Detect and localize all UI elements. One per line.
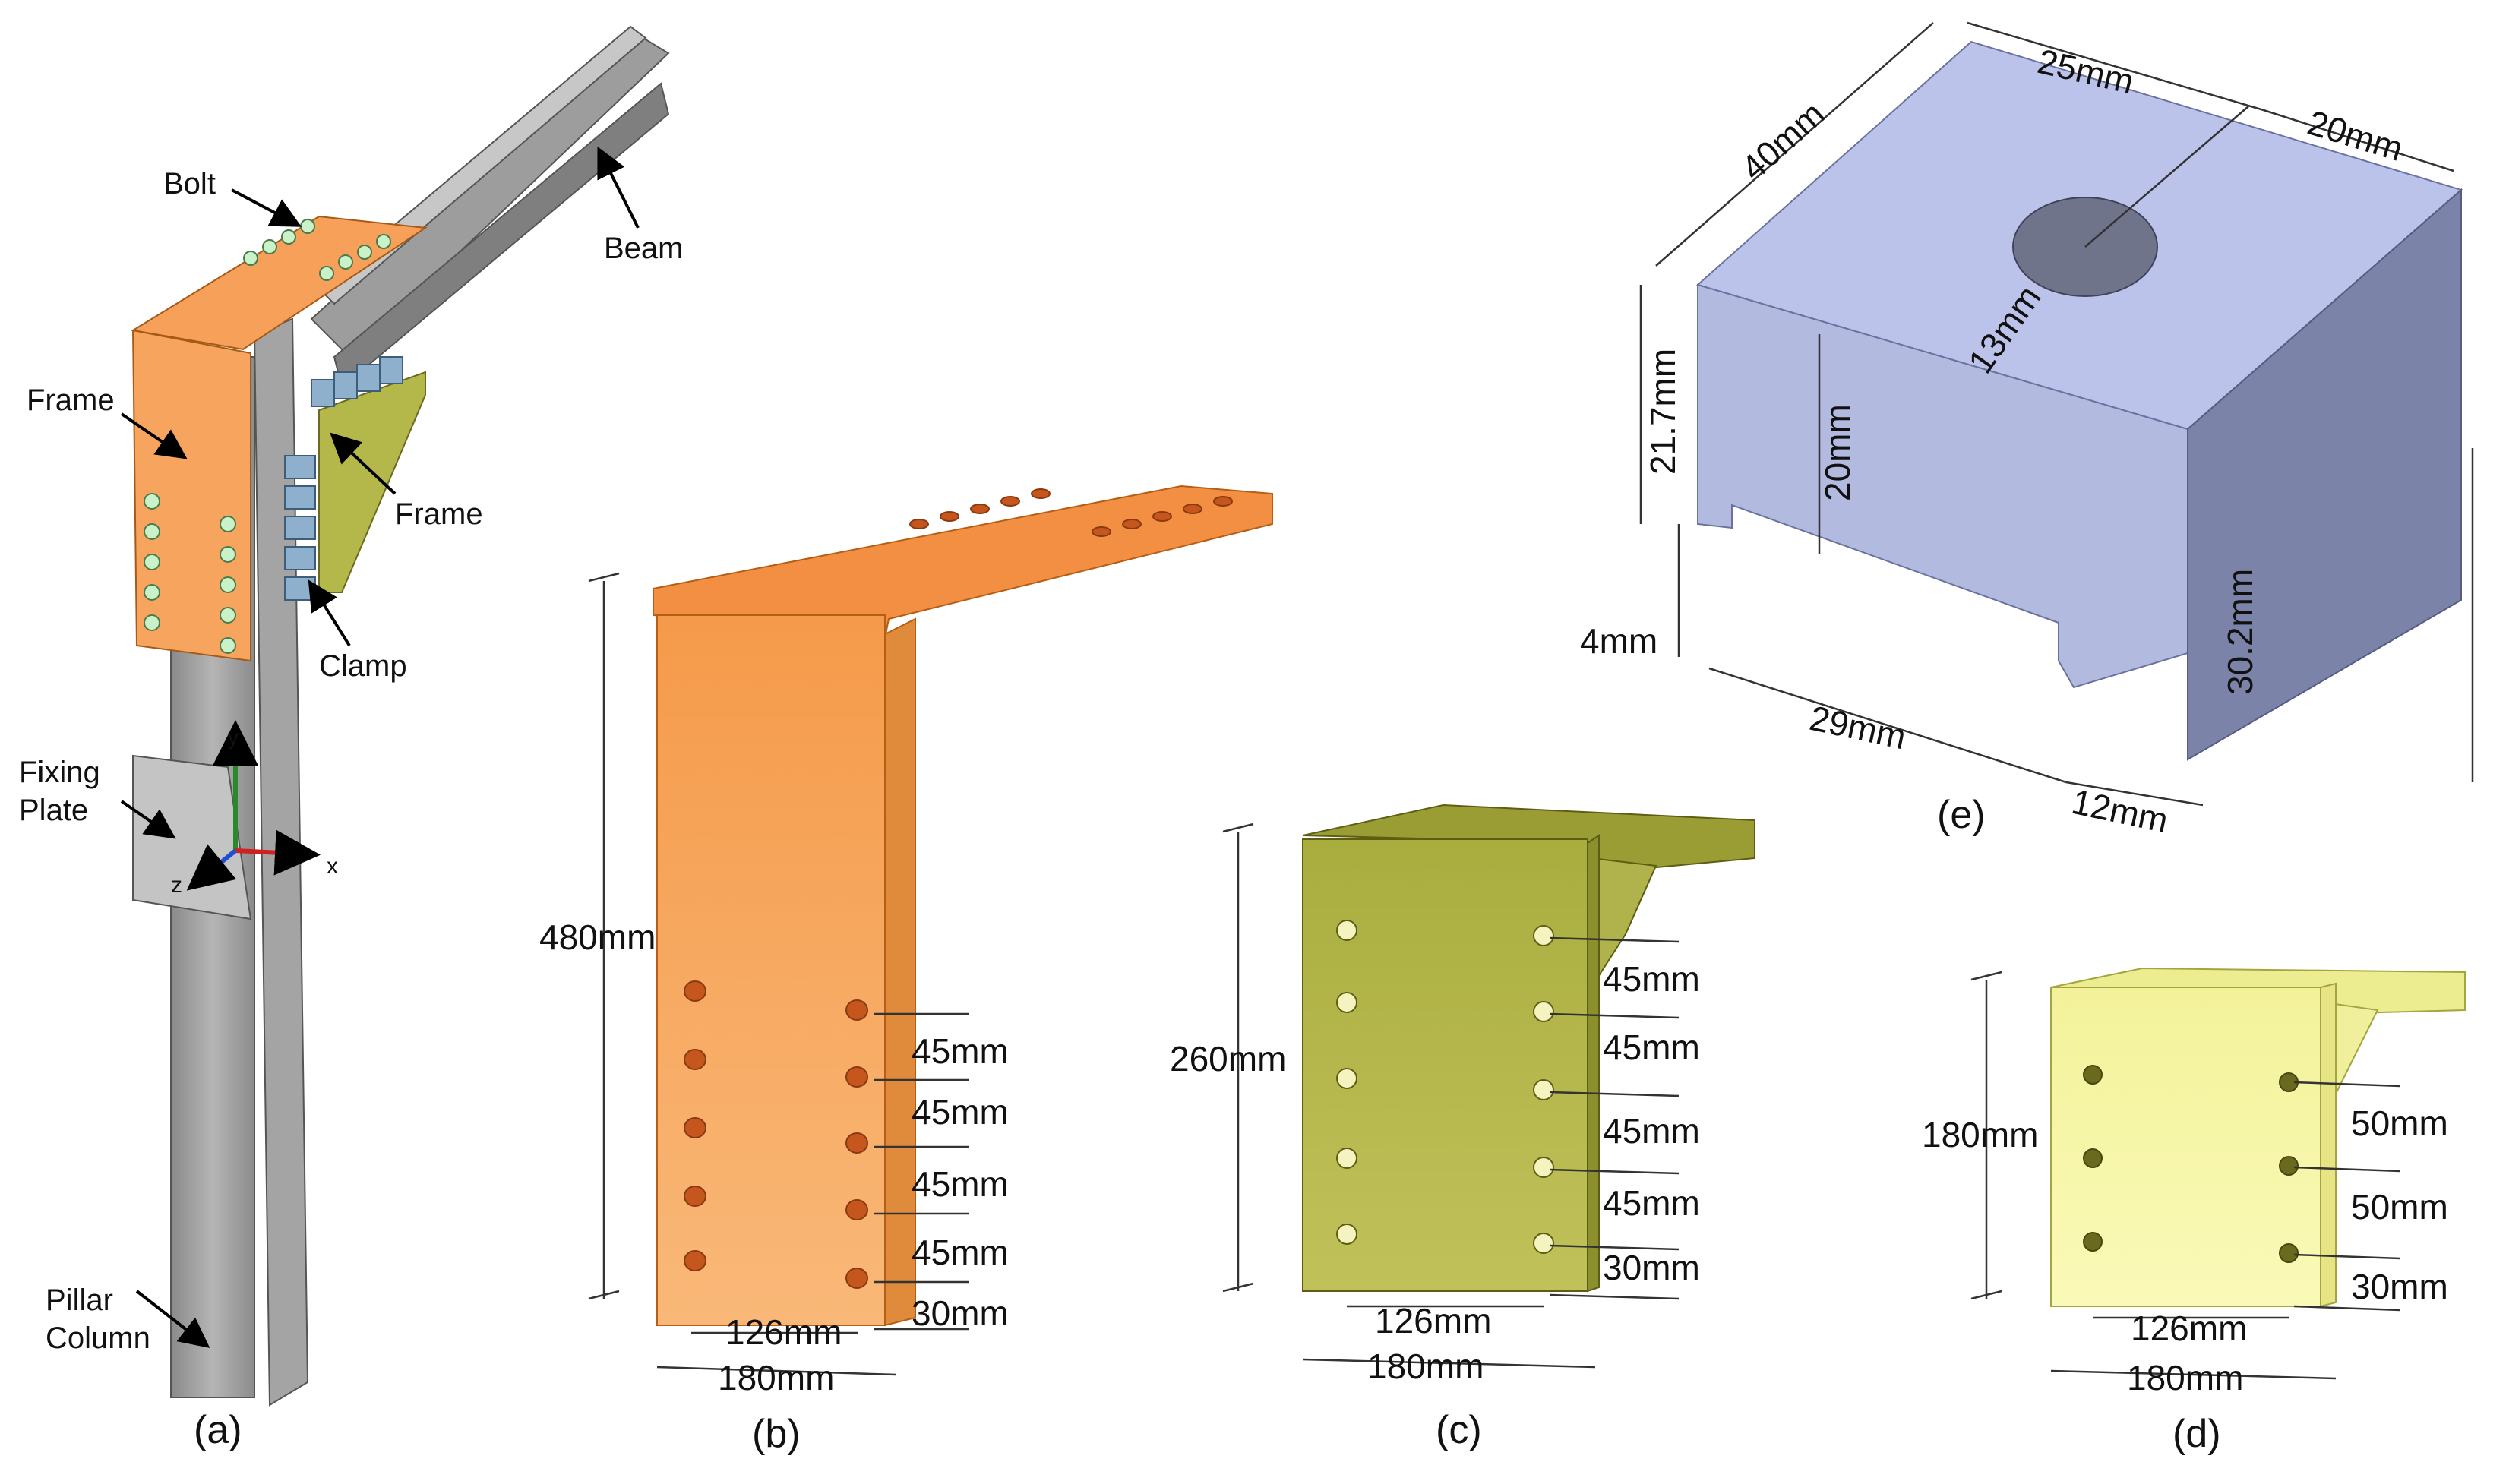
label-column: Column bbox=[46, 1321, 150, 1355]
e-dim-inner-height: 20mm bbox=[1818, 404, 1857, 501]
caption-e: (e) bbox=[1937, 793, 1986, 837]
b-hole-span: 126mm bbox=[725, 1312, 842, 1352]
d-height-dim: 180mm bbox=[1922, 1115, 2038, 1154]
frame-olive bbox=[318, 371, 426, 593]
b-spacing-4: 45mm bbox=[912, 1233, 1009, 1272]
pale-side bbox=[2320, 982, 2337, 1308]
e-dim-foot: 4mm bbox=[1580, 621, 1657, 661]
olive-holes bbox=[1336, 920, 1554, 1254]
c-spacing-5: 30mm bbox=[1603, 1248, 1700, 1287]
panel-d-pale-frame: 180mm 50mm 50mm 30mm 126mm 180mm (d) bbox=[1922, 967, 2466, 1456]
c-width: 180mm bbox=[1367, 1347, 1484, 1386]
e-dim-right-height: 30.2mm bbox=[2220, 569, 2260, 695]
orange-holes bbox=[684, 488, 1233, 1289]
label-beam: Beam bbox=[604, 232, 684, 265]
caption-c: (c) bbox=[1436, 1408, 1482, 1452]
d-spacing-1: 50mm bbox=[2351, 1104, 2448, 1143]
d-hole-span: 126mm bbox=[2131, 1309, 2247, 1348]
beam bbox=[310, 29, 670, 358]
d-spacing-3: 30mm bbox=[2351, 1267, 2448, 1306]
d-spacing-2: 50mm bbox=[2351, 1187, 2448, 1227]
c-spacing-2: 45mm bbox=[1603, 1028, 1700, 1067]
b-width: 180mm bbox=[718, 1358, 834, 1397]
axis-x-label: x bbox=[327, 854, 338, 879]
label-frame-right: Frame bbox=[395, 497, 483, 531]
c-spacing-3: 45mm bbox=[1603, 1111, 1700, 1151]
caption-b: (b) bbox=[752, 1412, 801, 1456]
c-spacing-1: 45mm bbox=[1603, 959, 1700, 999]
frame-bolts bbox=[144, 219, 391, 654]
label-frame-left: Frame bbox=[27, 384, 115, 417]
caption-a: (a) bbox=[194, 1408, 242, 1452]
d-width: 180mm bbox=[2127, 1358, 2243, 1397]
c-hole-span: 126mm bbox=[1375, 1301, 1491, 1340]
c-height-dim: 260mm bbox=[1170, 1039, 1286, 1078]
b-spacing-5: 30mm bbox=[912, 1293, 1009, 1333]
coordinate-axes: y x z bbox=[171, 720, 338, 898]
e-dim-notch: 12mm bbox=[2068, 781, 2172, 840]
panel-a-assembly: y x z Bolt Beam Frame Frame Clamp bbox=[19, 25, 684, 1452]
b-height-dim: 480mm bbox=[539, 917, 656, 957]
label-pillar: Pillar bbox=[46, 1284, 113, 1317]
b-spacing-1: 45mm bbox=[912, 1031, 1009, 1071]
e-dim-top-left: 40mm bbox=[1733, 93, 1832, 188]
b-spacing-2: 45mm bbox=[912, 1092, 1009, 1132]
axis-y-label: y bbox=[228, 725, 239, 749]
axis-z-label: z bbox=[171, 873, 182, 898]
e-dim-bottom-width: 29mm bbox=[1806, 698, 1910, 756]
olive-face bbox=[1302, 838, 1588, 1292]
panel-c-olive-frame: 260mm 45mm 45mm 45mm 45mm 30mm 126mm 180… bbox=[1170, 804, 1755, 1452]
panel-e-clamp-block: 25mm 20mm 40mm 21.7mm 20mm 13mm 30.2mm 4… bbox=[1580, 21, 2474, 840]
orange-side bbox=[884, 617, 916, 1327]
panel-b-orange-frame: 480mm 45mm 45mm 45mm 45mm 30mm 126mm 180… bbox=[539, 485, 1273, 1456]
olive-side bbox=[1587, 834, 1600, 1293]
pillar-flange bbox=[253, 317, 309, 1407]
label-fixing: Fixing bbox=[19, 756, 100, 789]
label-plate: Plate bbox=[19, 794, 88, 827]
e-dim-left-height: 21.7mm bbox=[1643, 349, 1683, 475]
pale-face bbox=[2050, 987, 2321, 1307]
frame-orange-body bbox=[131, 329, 251, 662]
b-spacing-3: 45mm bbox=[912, 1164, 1009, 1204]
caption-d: (d) bbox=[2172, 1412, 2221, 1456]
label-bolt: Bolt bbox=[163, 167, 216, 200]
pale-holes bbox=[2083, 1065, 2299, 1263]
c-spacing-4: 45mm bbox=[1603, 1183, 1700, 1223]
label-clamp: Clamp bbox=[319, 649, 407, 683]
block-right bbox=[2187, 188, 2462, 761]
